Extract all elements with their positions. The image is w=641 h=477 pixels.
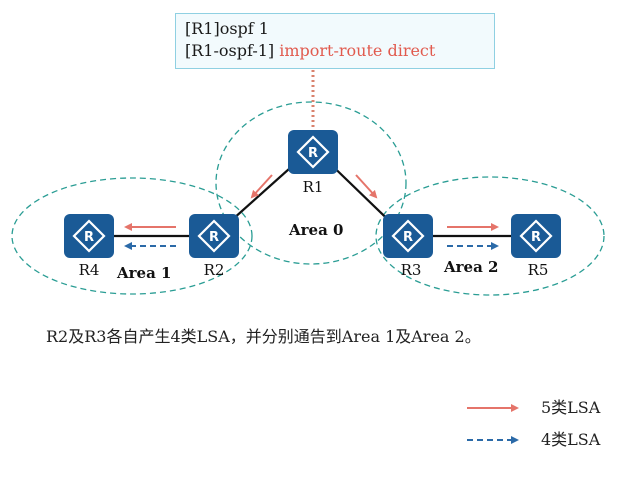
router-icon[interactable] [286,128,340,176]
area-0-label: Area 0 [289,221,344,239]
config-box: [R1]ospf 1 [R1-ospf-1] import-route dire… [175,13,495,69]
config-line-2-prefix: [R1-ospf-1] [185,41,280,60]
caption: R2及R3各自产生4类LSA，并分别通告到Area 1及Area 2。 [46,327,481,346]
area-0-boundary [215,101,407,265]
area-1-boundary [11,177,253,295]
config-line-1: [R1]ospf 1 [185,19,269,38]
area-2-label: Area 2 [444,258,499,276]
router-icon[interactable] [187,212,241,260]
router-icon[interactable] [62,212,116,260]
router-label-r5: R5 [527,261,549,279]
router-icon[interactable] [381,212,435,260]
router-label-r3: R3 [400,261,422,279]
area-2-boundary [375,176,605,296]
config-line-2: [R1-ospf-1] import-route direct [185,40,494,62]
type5-arrow-r1-to-r2 [250,174,273,199]
config-line-2-command: import-route direct [279,41,436,60]
type5-arrow-r1-to-r3 [355,174,378,199]
router-icon[interactable] [509,212,563,260]
legend-type4-label: 4类LSA [541,430,601,449]
router-label-r4: R4 [78,261,100,279]
router-label-r1: R1 [302,178,324,196]
legend-type5-label: 5类LSA [541,398,601,417]
router-label-r2: R2 [203,261,225,279]
area-1-label: Area 1 [117,264,172,282]
